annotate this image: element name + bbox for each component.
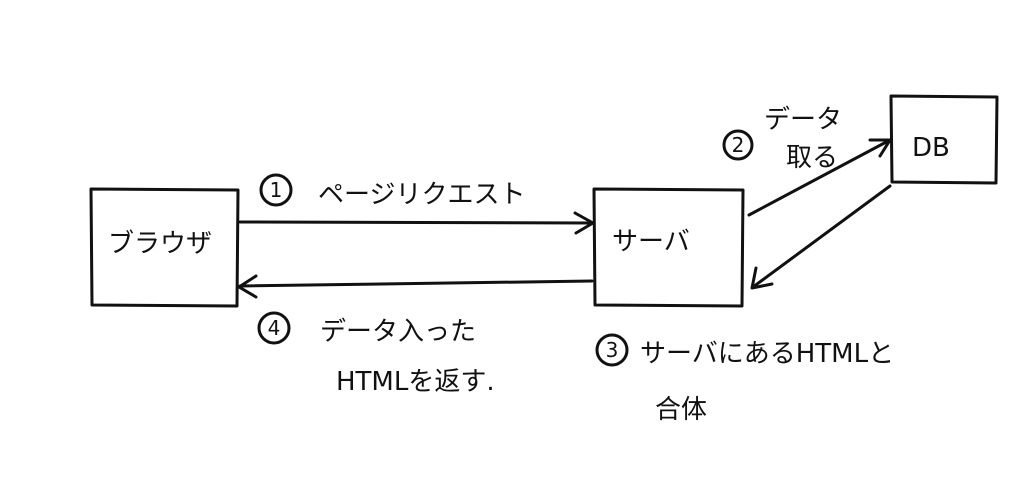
step-3-label: 3 サーバにあるHTMLと 合体	[595, 333, 894, 425]
browser-label: ブラウザ	[108, 229, 212, 259]
svg-text:3: 3	[606, 338, 619, 362]
arrow-fetch-data	[747, 138, 892, 217]
server-node: サーバ	[592, 187, 745, 308]
step-1-circle	[259, 173, 293, 207]
db-node: DB	[889, 94, 999, 185]
svg-text:4: 4	[268, 316, 281, 340]
arrow-page-request	[238, 211, 595, 235]
arrow-return-html	[237, 274, 594, 299]
svg-text:取る: 取る	[786, 143, 838, 173]
svg-text:合体: 合体	[655, 395, 707, 425]
step-3-circle	[595, 333, 629, 367]
step-2-label: 2 データ 取る	[722, 105, 842, 173]
svg-text:データ入った: データ入った	[320, 317, 476, 347]
svg-text:ページリクエスト: ページリクエスト	[318, 180, 525, 210]
svg-text:2: 2	[732, 133, 745, 157]
svg-text:1: 1	[270, 178, 283, 202]
arrow-data-response	[750, 184, 892, 290]
step-4-label: 4 データ入った HTMLを返す.	[257, 311, 495, 397]
step-1-label: 1 ページリクエスト	[259, 173, 525, 210]
server-label: サーバ	[612, 227, 690, 257]
svg-text:データ: データ	[764, 105, 842, 135]
browser-node: ブラウザ	[89, 187, 240, 308]
step-2-circle	[722, 129, 754, 161]
db-label: DB	[912, 133, 950, 163]
step-4-circle	[257, 311, 291, 345]
svg-text:HTMLを返す.: HTMLを返す.	[336, 367, 495, 397]
svg-text:サーバにあるHTMLと: サーバにあるHTMLと	[640, 339, 894, 369]
